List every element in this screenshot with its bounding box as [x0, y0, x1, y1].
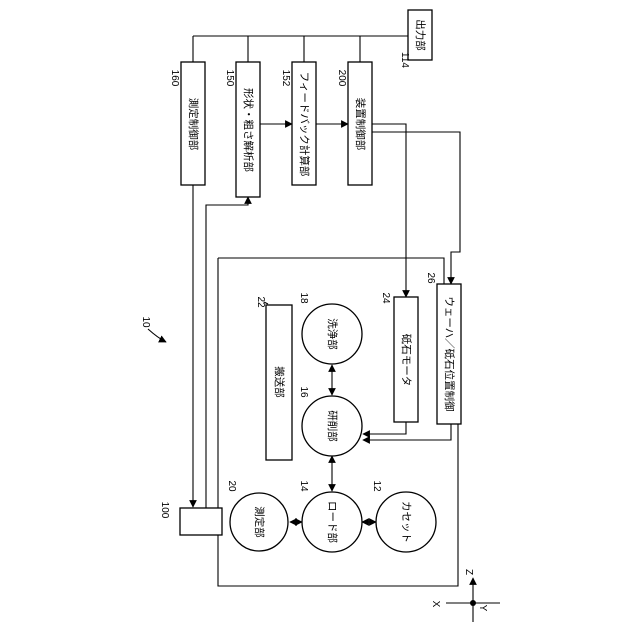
output-label: 出力部 [414, 19, 427, 51]
axis-z-label: Z [463, 569, 474, 575]
feedback-calc-ref: 152 [280, 70, 291, 87]
whetstone-motor-ref: 24 [380, 292, 391, 304]
load-unit-ref: 14 [298, 480, 309, 492]
measure-control-label: 測定制御部 [187, 98, 200, 151]
block-shape-analysis: 形状・粗さ解析部 150 [224, 62, 260, 197]
block-measurement-port: 100 [159, 502, 222, 535]
measure-control-ref: 160 [169, 70, 180, 87]
block-measure-control: 測定制御部 160 [169, 62, 205, 185]
cassette-label: カセット [400, 501, 412, 543]
block-output: 出力部 114 [399, 10, 432, 68]
washing-label: 洗浄部 [326, 318, 339, 350]
output-ref: 114 [399, 52, 410, 68]
transfer-label: 搬送部 [273, 366, 286, 398]
measure-unit-label: 測定部 [253, 506, 266, 538]
block-whetstone-motor: 砥石モータ 24 [380, 292, 418, 422]
measurement-port-ref: 100 [159, 502, 170, 519]
load-unit-label: ロード部 [326, 501, 339, 543]
circle-washing: 洗浄部 18 [298, 292, 362, 364]
shape-analysis-ref: 150 [224, 70, 235, 87]
shape-analysis-label: 形状・粗さ解析部 [242, 88, 255, 172]
device-control-label: 装置制御部 [354, 98, 367, 151]
grinding-label: 研削部 [326, 410, 339, 442]
wafer-control-ref: 26 [425, 272, 436, 284]
circle-load-unit: ロード部 14 [298, 480, 362, 552]
whetstone-motor-label: 砥石モータ [400, 334, 413, 387]
device-control-ref: 200 [336, 70, 347, 87]
wafer-control-label: ウェーハ／砥石位置制御 [443, 296, 456, 411]
axis-origin-dot [470, 600, 476, 606]
circle-measure-unit: 測定部 20 [226, 480, 288, 551]
measure-unit-ref: 20 [226, 480, 237, 492]
grinding-ref: 16 [298, 386, 309, 398]
axis-x-label: X [430, 601, 441, 608]
cassette-ref: 12 [371, 480, 382, 492]
axis-y-label: Y [477, 605, 488, 612]
block-wafer-control: ウェーハ／砥石位置制御 26 [425, 272, 461, 424]
figure-label: 10 [140, 316, 151, 328]
block-transfer: 搬送部 22 [255, 296, 292, 460]
washing-ref: 18 [298, 292, 309, 304]
circle-cassette: カセット 12 [371, 480, 436, 552]
axis-indicator: Z X Y [430, 569, 500, 622]
circle-grinding: 研削部 16 [298, 386, 362, 456]
feedback-calc-label: フィードバック計算部 [298, 72, 311, 177]
